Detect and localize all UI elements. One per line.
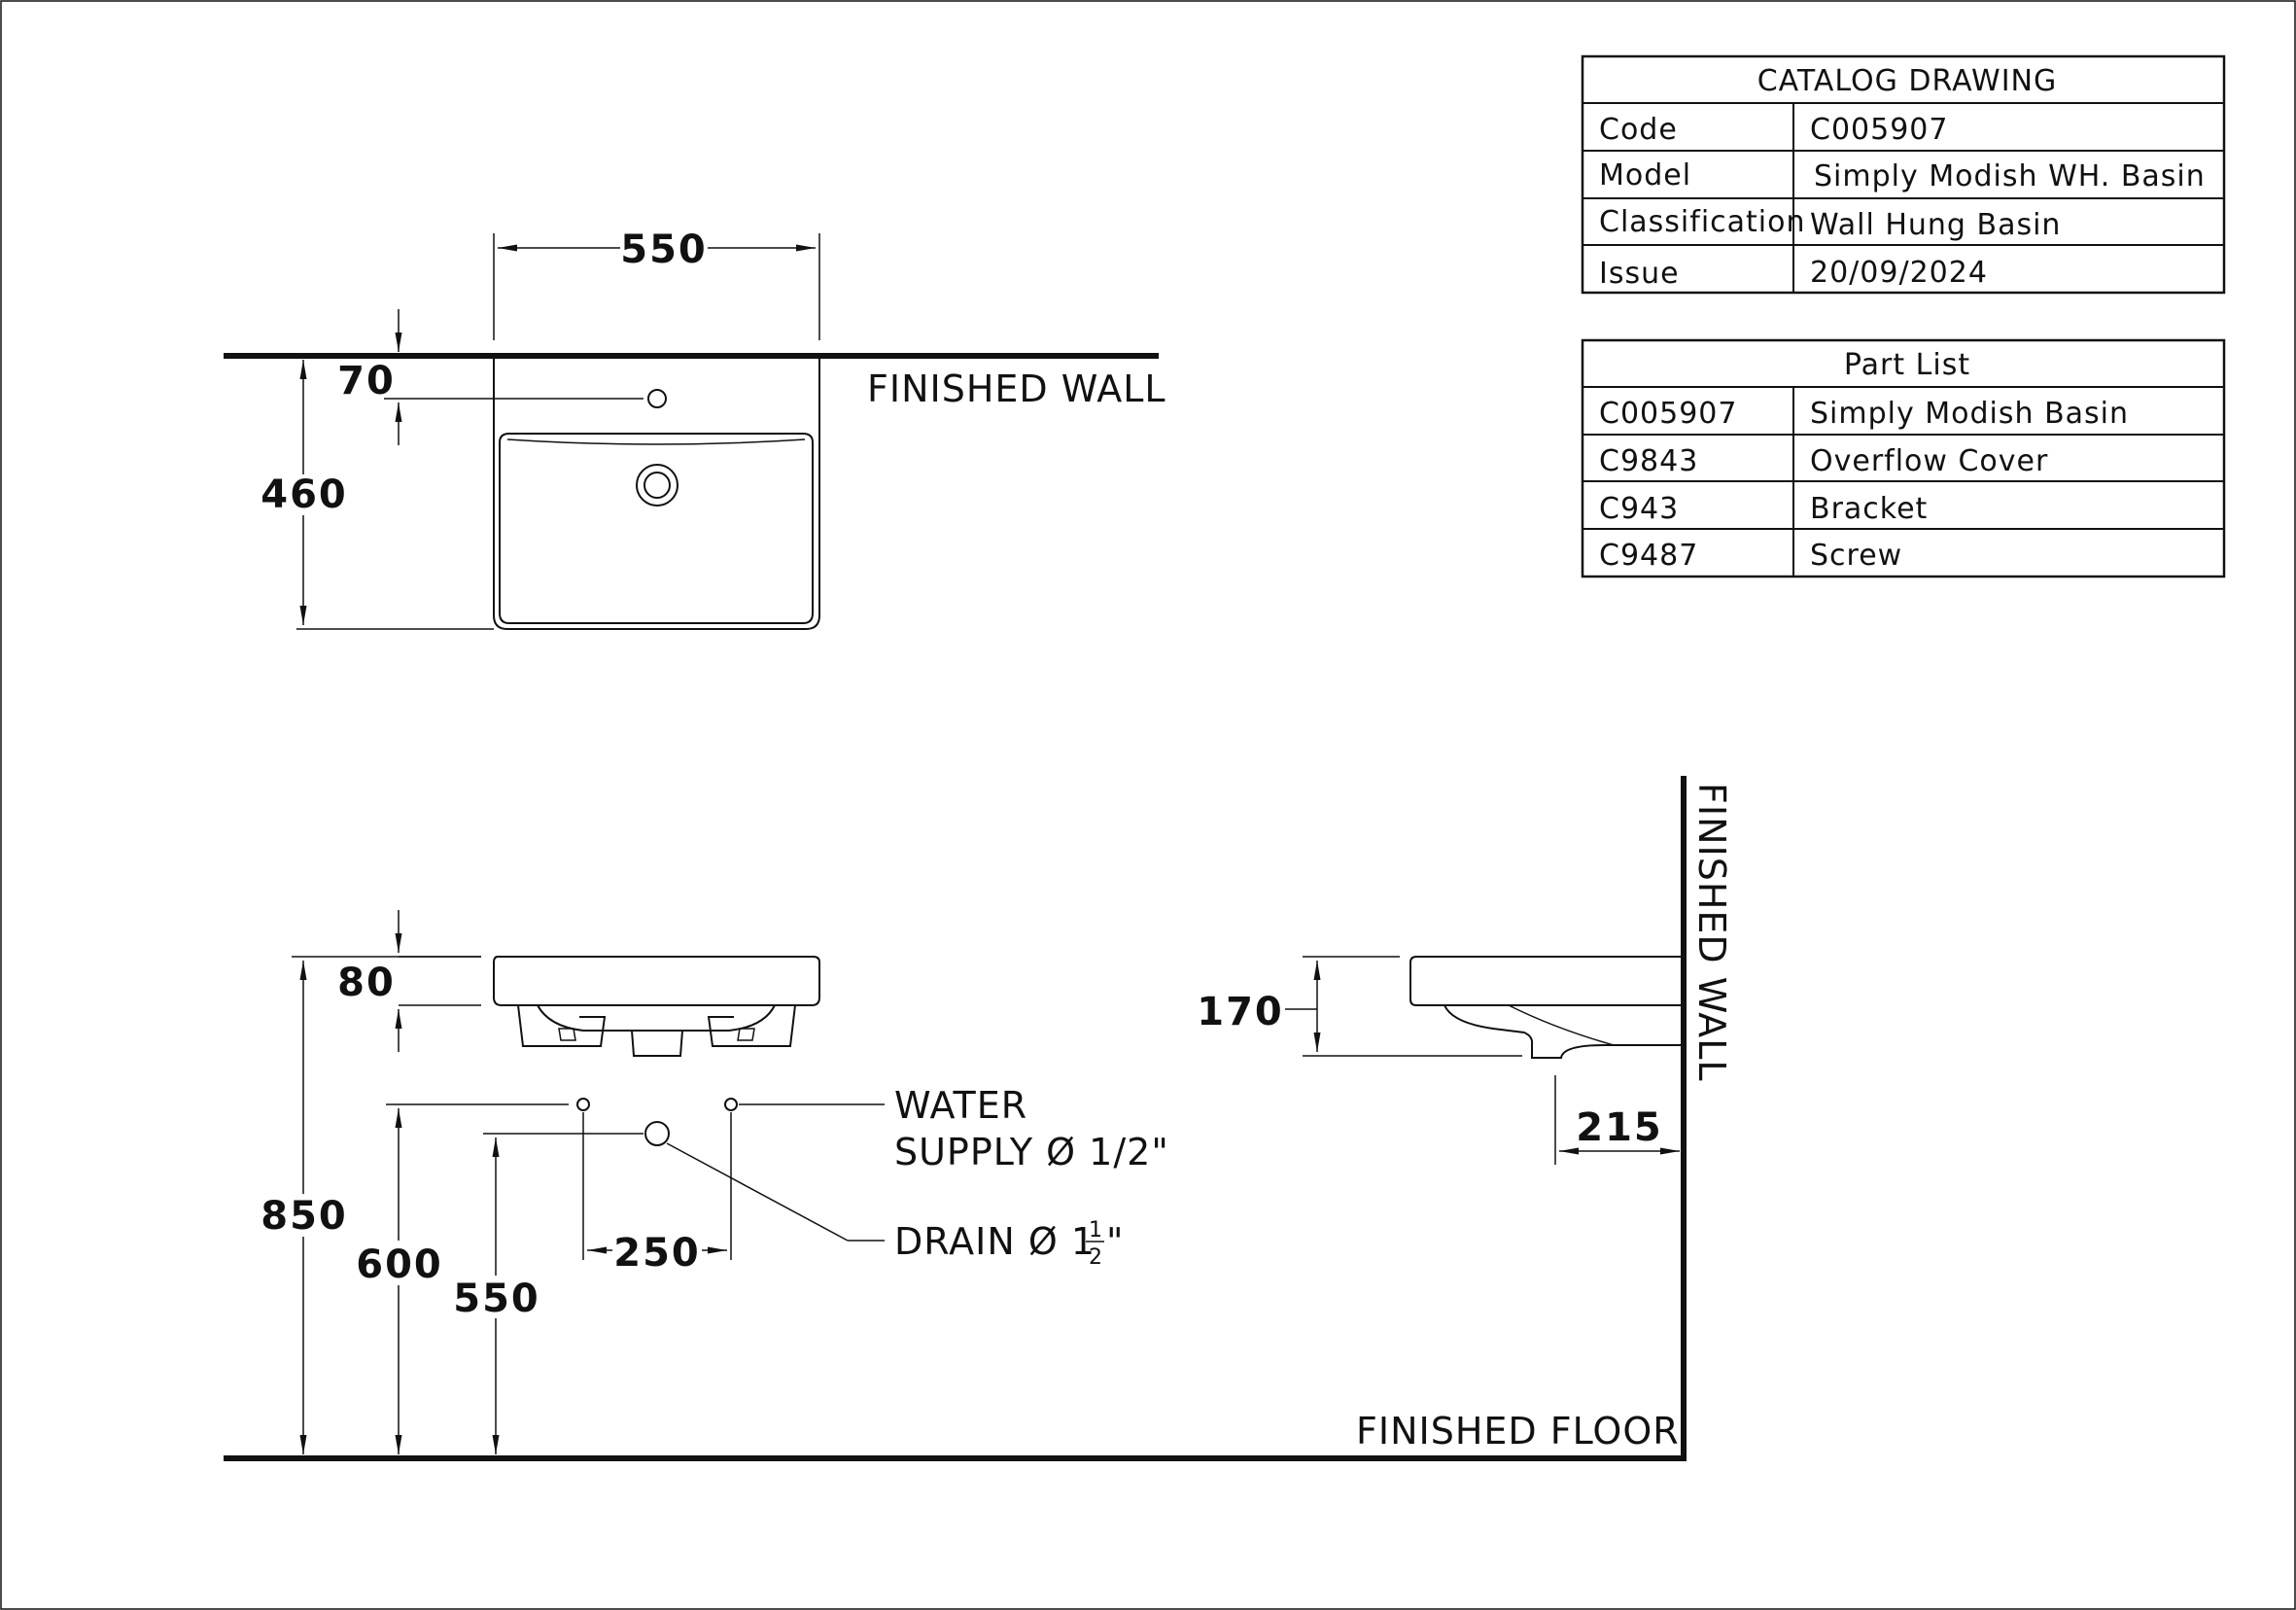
- part-code-3: C943: [1599, 492, 1679, 526]
- part-list-table: Part List C005907 Simply Modish Basin C9…: [1581, 338, 2226, 578]
- catalog-value-classification: Wall Hung Basin: [1810, 208, 2061, 242]
- front-view: FINISHED FLOOR 80 850 WATER SUPPLY Ø 1/2…: [224, 910, 1686, 1461]
- catalog-value-model: Simply Modish WH. Basin: [1814, 159, 2206, 193]
- dim-front-250: 250: [613, 1231, 701, 1276]
- top-view: FINISHED WALL 550 70 460: [224, 228, 1166, 630]
- overflow-inner: [644, 472, 671, 499]
- dim-side-215: 215: [1576, 1105, 1663, 1150]
- dim-side-170: 170: [1197, 990, 1284, 1034]
- drain-hole: [644, 1121, 670, 1146]
- bracket-left: [517, 1004, 607, 1047]
- basin-top-outline: [493, 356, 820, 630]
- part-name-3: Bracket: [1810, 492, 1928, 526]
- catalog-label-issue: Issue: [1599, 257, 1680, 291]
- drain-inch-mark: ": [1106, 1220, 1124, 1263]
- part-list-header: Part List: [1844, 348, 1970, 382]
- part-code-2: C9843: [1599, 444, 1698, 478]
- part-name-2: Overflow Cover: [1810, 444, 2048, 478]
- tap-hole: [647, 389, 667, 408]
- drain-frac-num: 1: [1089, 1218, 1102, 1242]
- part-name-1: Simply Modish Basin: [1810, 397, 2129, 431]
- catalog-label-code: Code: [1599, 113, 1678, 147]
- drain-label: DRAIN Ø 1: [894, 1220, 1096, 1263]
- water-supply-right: [724, 1098, 738, 1111]
- basin-bowl-outline: [499, 433, 814, 624]
- basin-front-outline: [493, 956, 820, 1006]
- top-finished-wall-label: FINISHED WALL: [867, 368, 1166, 410]
- catalog-table: CATALOG DRAWING Code C005907 Model Simpl…: [1581, 54, 2226, 295]
- part-code-4: C9487: [1599, 539, 1698, 573]
- basin-side-outline: [1409, 956, 1682, 1006]
- drain-frac-den: 2: [1089, 1245, 1102, 1270]
- overflow-outer: [636, 464, 678, 507]
- dim-front-550: 550: [453, 1277, 540, 1321]
- bracket-right: [707, 1004, 796, 1047]
- water-supply-label-1: WATER: [894, 1084, 1027, 1127]
- water-supply-label-2: SUPPLY Ø 1/2": [894, 1131, 1169, 1173]
- dim-front-850: 850: [261, 1194, 348, 1239]
- finished-floor-label: FINISHED FLOOR: [1356, 1410, 1680, 1452]
- dim-top-width: 550: [620, 228, 708, 272]
- dim-top-70: 70: [337, 359, 396, 403]
- part-name-4: Screw: [1810, 539, 1902, 573]
- side-finished-wall-label: FINISHED WALL: [1690, 783, 1733, 1082]
- catalog-label-classification: Classification: [1599, 205, 1806, 239]
- dim-front-80: 80: [337, 961, 396, 1005]
- water-supply-left: [576, 1098, 590, 1111]
- catalog-header: CATALOG DRAWING: [1757, 64, 2058, 98]
- drain-spigot: [631, 1030, 683, 1057]
- catalog-value-issue: 20/09/2024: [1810, 256, 1988, 290]
- dim-front-600: 600: [356, 1242, 443, 1287]
- catalog-label-model: Model: [1599, 158, 1691, 192]
- dim-top-depth: 460: [261, 472, 348, 517]
- part-code-1: C005907: [1599, 397, 1737, 431]
- catalog-value-code: C005907: [1810, 113, 1948, 147]
- side-view: FINISHED WALL 170 215: [1197, 776, 1733, 1461]
